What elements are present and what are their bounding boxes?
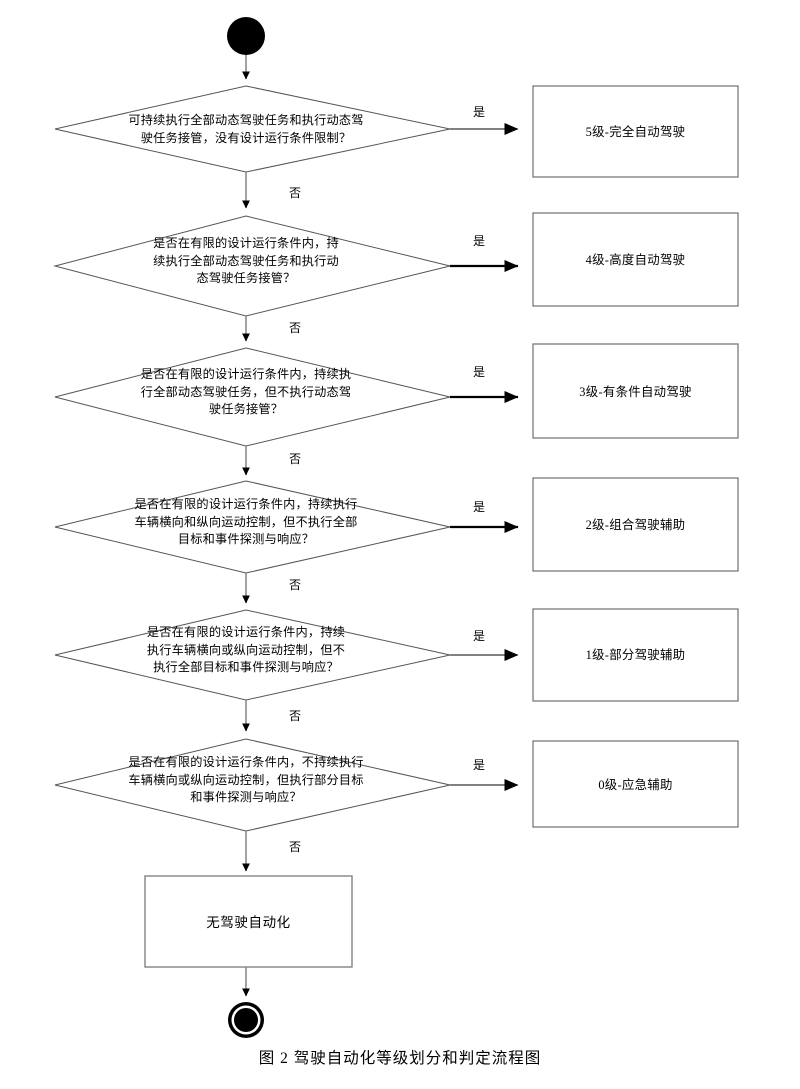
edge-label-d1-yes: 是 bbox=[472, 105, 485, 119]
decision-d1-shape[interactable] bbox=[54, 85, 451, 173]
final-process-box[interactable] bbox=[144, 875, 353, 968]
edge-label-d1-no: 否 bbox=[288, 186, 301, 200]
end-node-core bbox=[234, 1008, 258, 1032]
result-box-r2[interactable] bbox=[532, 477, 739, 572]
decision-d2-shape[interactable] bbox=[53, 215, 451, 317]
decision-d4-shape[interactable] bbox=[54, 480, 451, 574]
result-box-r0[interactable] bbox=[532, 740, 739, 828]
result-box-r3[interactable] bbox=[532, 343, 739, 439]
edge-label-d2-yes: 是 bbox=[472, 234, 485, 248]
decision-d3-shape[interactable] bbox=[54, 347, 451, 447]
decision-d6-shape[interactable] bbox=[54, 738, 451, 832]
result-box-r1[interactable] bbox=[532, 608, 739, 702]
result-box-r4[interactable] bbox=[532, 212, 739, 307]
figure-caption: 图 2 驾驶自动化等级划分和判定流程图 bbox=[258, 1050, 542, 1067]
edge-label-d5-yes: 是 bbox=[472, 629, 485, 643]
edge-label-d5-no: 否 bbox=[288, 709, 301, 723]
start-filled-circle bbox=[227, 17, 265, 55]
decision-d5-shape[interactable] bbox=[54, 609, 451, 701]
edge-label-d6-yes: 是 bbox=[472, 758, 485, 772]
edge-label-d2-no: 否 bbox=[288, 321, 301, 335]
edge-label-d6-no: 否 bbox=[288, 840, 301, 854]
edge-label-d4-yes: 是 bbox=[472, 500, 485, 514]
edge-label-d3-yes: 是 bbox=[472, 365, 485, 379]
edge-label-d3-no: 否 bbox=[288, 452, 301, 466]
edge-label-d4-no: 否 bbox=[288, 578, 301, 592]
result-box-r5[interactable] bbox=[532, 85, 739, 178]
